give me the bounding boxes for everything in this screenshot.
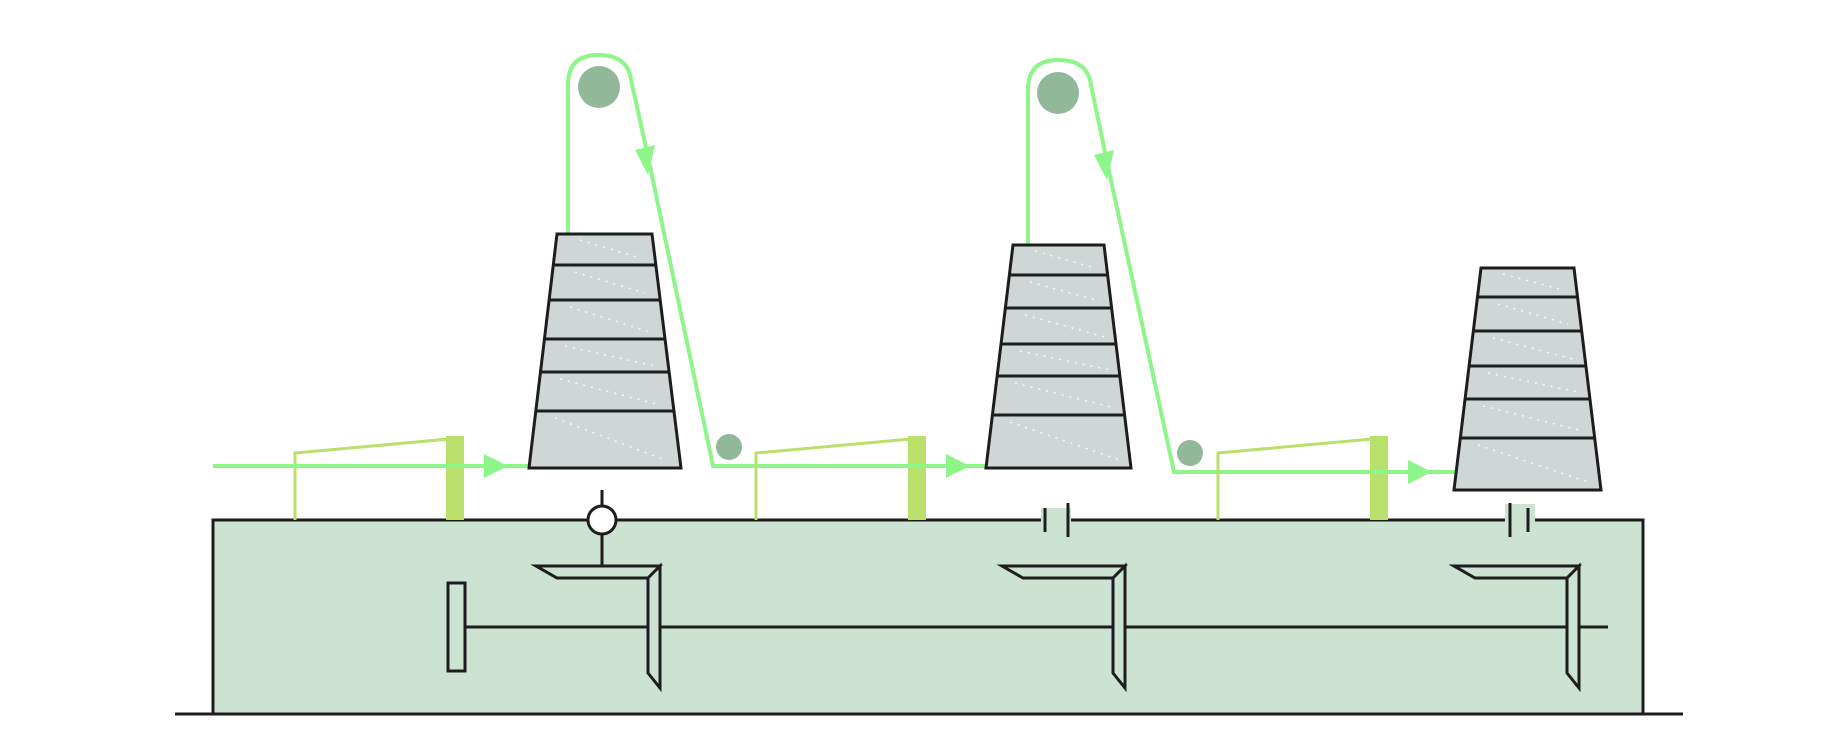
- feed-arrow-2: [946, 454, 970, 478]
- drum-2: [984, 243, 1133, 470]
- station-2: [754, 57, 1225, 693]
- bevel-gear-icon: [1448, 562, 1582, 693]
- feed-arrow-3: [1408, 460, 1432, 484]
- clutch-icon: [1505, 503, 1535, 537]
- idler-pulley-1: [716, 434, 742, 460]
- machine-base: [211, 518, 1645, 716]
- station-1: [213, 52, 760, 693]
- take-up-strand-1: [566, 52, 760, 468]
- guide-wire-2: [754, 436, 923, 520]
- idler-pulley-2: [1177, 440, 1203, 466]
- guide-post-1: [446, 436, 464, 520]
- feed-arrow-1: [484, 454, 508, 478]
- take-up-arrow-2: [1094, 150, 1114, 180]
- top-pulley-1: [578, 66, 620, 108]
- clutch-icon: [1041, 503, 1071, 537]
- take-up-strand-2: [1026, 57, 1225, 474]
- drum-3: [1452, 266, 1603, 492]
- take-up-arrow-1: [635, 145, 655, 175]
- guide-wire-1: [293, 436, 461, 520]
- bevel-gear-icon: [530, 562, 663, 693]
- station-3: [1216, 266, 1603, 693]
- guide-wire-3: [1216, 436, 1384, 520]
- top-pulley-2: [1037, 72, 1079, 114]
- handwheel-icon: [446, 581, 467, 673]
- guide-post-2: [908, 436, 926, 520]
- bevel-gear-icon: [996, 562, 1128, 693]
- drum-1: [527, 232, 683, 470]
- circle-coupling-icon: [586, 504, 618, 536]
- guide-post-3: [1370, 436, 1388, 520]
